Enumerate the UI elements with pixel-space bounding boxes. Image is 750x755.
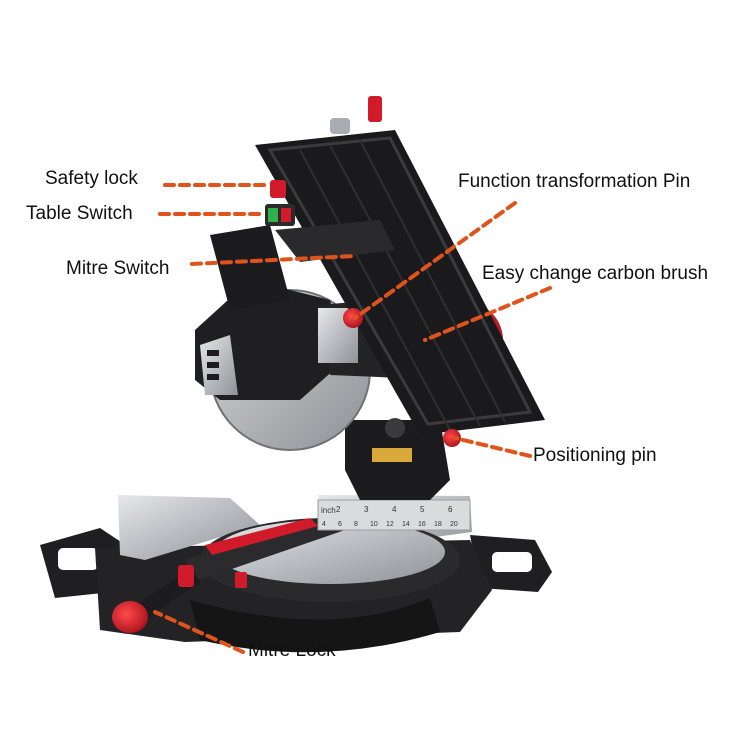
- ruler-unit-label: inch: [321, 506, 336, 515]
- saw-base: 2 3 4 5 6 4 6 8 10 12 14 16 18 20 inch: [40, 495, 552, 653]
- column-spring: [372, 448, 412, 462]
- saw-handle: [210, 180, 395, 310]
- top-table-rib-line-2: [329, 144, 481, 427]
- leader-mitre-switch: [190, 254, 357, 266]
- ruler-bottom-tick-label: 12: [386, 521, 394, 528]
- ruler-bottom-tick-label: 18: [434, 521, 442, 528]
- mitre-lock-clamp: [178, 565, 194, 587]
- label-safety-lock: Safety lock: [45, 168, 138, 189]
- ruler-ticks: 2 3 4 5 6 4 6 8 10 12 14 16 18 20: [322, 505, 458, 528]
- ruler-bottom-tick-label: 4: [322, 521, 326, 528]
- ruler-top-tick-label: 5: [420, 505, 425, 514]
- ruler-bottom-tick-label: 6: [338, 521, 342, 528]
- handle-body: [210, 225, 290, 310]
- label-table-switch: Table Switch: [26, 203, 133, 224]
- saw-table-icon: [255, 96, 545, 435]
- ruler-bottom-tick-label: 8: [354, 521, 358, 528]
- base-right-slot: [492, 552, 532, 572]
- top-table-knob: [330, 118, 350, 134]
- ruler-plate: [317, 499, 471, 531]
- leader-mitre-lock: [153, 610, 245, 654]
- top-table-rib-line-1: [299, 149, 451, 431]
- top-table-rib: [267, 136, 533, 426]
- base-front-arc: [190, 598, 440, 653]
- ruler-bottom-tick-label: 16: [418, 521, 426, 528]
- base-fence-left: [118, 495, 260, 560]
- ruler-top-tick-label: 6: [448, 505, 453, 514]
- leader-carbon-brush: [423, 286, 552, 342]
- mitre-arm: [185, 515, 345, 580]
- leader-positioning-pin: [453, 436, 532, 458]
- guard-vent-2: [207, 362, 219, 368]
- top-table-red-clip: [368, 96, 382, 122]
- ruler-bottom-tick-label: 14: [402, 521, 410, 528]
- pivot-bolt: [385, 418, 405, 438]
- leader-function-pin: [353, 201, 517, 320]
- label-positioning-pin: Positioning pin: [533, 445, 657, 466]
- label-mitre-switch: Mitre Switch: [66, 258, 170, 279]
- guard-vent-1: [207, 350, 219, 356]
- label-mitre-lock: Mitre Lock: [248, 640, 336, 661]
- ruler-top-tick-label: 4: [392, 505, 397, 514]
- label-function-pin: Function transformation Pin: [458, 171, 691, 192]
- mitre-lock-handle[interactable]: [112, 565, 200, 633]
- base-left-slot: [58, 548, 98, 570]
- positioning-pin[interactable]: [443, 429, 461, 447]
- positioning-pin-knob: [443, 429, 461, 447]
- guard-vent-3: [207, 374, 219, 380]
- table-switch-green: [268, 208, 278, 222]
- safety-lock-button[interactable]: [270, 180, 286, 198]
- ruler-top-tick-label: 2: [336, 505, 341, 514]
- table-switch-red: [281, 208, 291, 222]
- ruler-bottom-tick-label: 20: [450, 521, 458, 528]
- label-carbon-brush: Easy change carbon brush: [482, 263, 709, 284]
- mitre-arm-red-insert: [205, 518, 318, 555]
- ruler-bottom-tick-label: 10: [370, 521, 378, 528]
- base-red-clip: [235, 572, 247, 588]
- saw-column: [345, 418, 450, 500]
- handle-grip: [275, 220, 395, 262]
- mitre-lock-knob: [112, 601, 148, 633]
- top-table-rib-line-3: [359, 139, 506, 423]
- ruler-top-tick-label: 3: [364, 505, 369, 514]
- leader-lines: [153, 183, 552, 654]
